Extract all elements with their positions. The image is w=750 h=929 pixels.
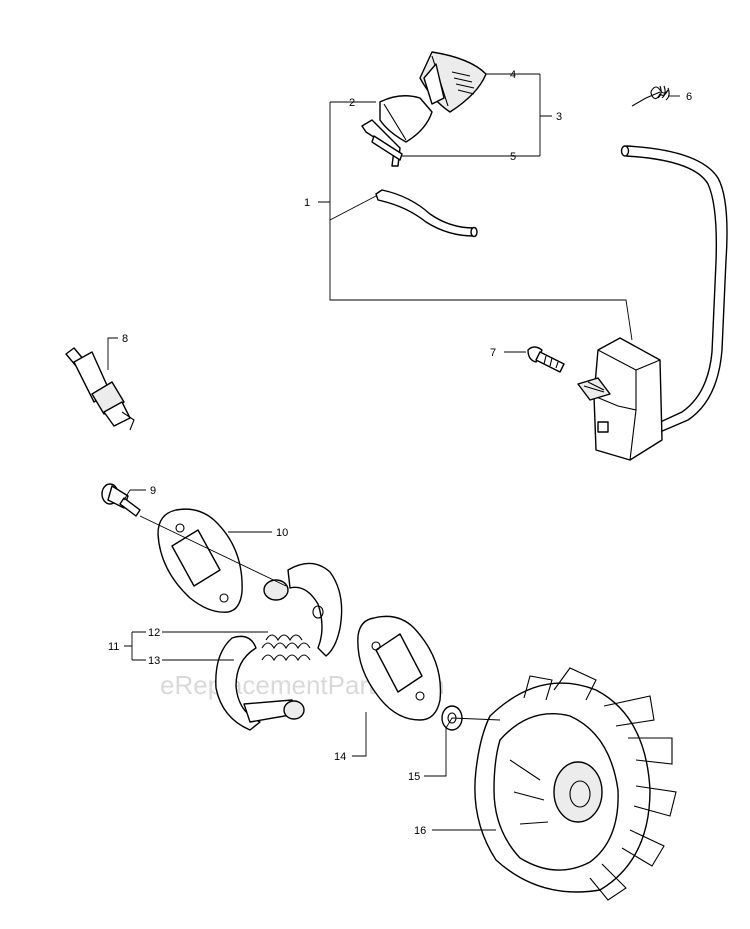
- switch-housing-part: [379, 95, 433, 143]
- clutch-shoe-upper-part: [263, 562, 343, 657]
- callout-4: 4: [510, 69, 516, 81]
- clutch-plate-front-part: [357, 615, 442, 721]
- spring-clip-part: [631, 85, 670, 107]
- callout-10: 10: [276, 527, 288, 539]
- callout-12: 12: [148, 627, 160, 639]
- leader-3: [402, 73, 552, 157]
- leader-9: [123, 489, 146, 501]
- clutch-spring-part: [261, 634, 311, 662]
- flywheel-part: [474, 667, 677, 901]
- spark-plug-part: [65, 347, 135, 431]
- callout-6: 6: [686, 91, 692, 103]
- callout-11: 11: [108, 641, 119, 653]
- leader-14: [352, 712, 367, 757]
- leader-15: [424, 717, 501, 777]
- callout-13: 13: [148, 655, 160, 667]
- leader-8: [107, 337, 118, 370]
- shoulder-bolt-part: [101, 483, 141, 517]
- wire-lead-part: [375, 189, 478, 238]
- ignition-coil-part: [577, 337, 663, 461]
- callout-9: 9: [150, 485, 156, 497]
- leader-lines: [107, 73, 680, 831]
- leader-10: [139, 515, 287, 587]
- leader-1: [318, 101, 633, 341]
- callout-16: 16: [414, 825, 426, 837]
- leader-11-12-13: [124, 631, 268, 661]
- clutch-shoe-lower-part: [215, 635, 305, 731]
- callout-2: 2: [349, 97, 355, 109]
- callout-15: 15: [408, 771, 420, 783]
- callout-5: 5: [510, 151, 516, 163]
- ignition-wire-part: [620, 145, 728, 433]
- coil-screw-part: [527, 346, 565, 373]
- callout-14: 14: [334, 751, 346, 763]
- switch-lever-part: [361, 119, 403, 167]
- callout-8: 8: [122, 333, 128, 345]
- callout-7: 7: [490, 347, 496, 359]
- callout-3: 3: [556, 111, 562, 123]
- clutch-plate-back-part: [157, 508, 243, 613]
- callout-1: 1: [304, 197, 310, 209]
- switch-cover-part: [419, 51, 487, 113]
